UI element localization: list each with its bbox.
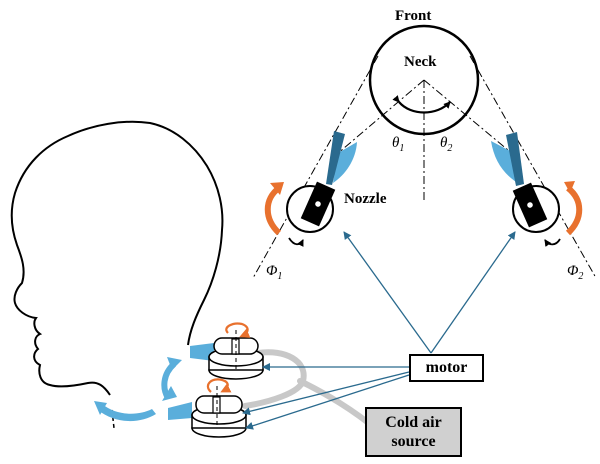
theta1-symbol: θ1 (392, 135, 404, 154)
nozzle-unit-lower (191, 378, 247, 438)
phi2-symbol: Φ2 (567, 263, 583, 282)
nozzle-left (264, 131, 357, 247)
head-silhouette (10, 120, 224, 429)
front-label: Front (395, 8, 431, 24)
cold-air-label-line1: Cold air (385, 414, 442, 431)
phi1-symbol: Φ1 (266, 263, 282, 282)
nozzle-unit-upper (208, 322, 264, 380)
nozzle-label: Nozzle (344, 191, 387, 207)
theta2-symbol: θ2 (440, 135, 452, 154)
cooled-air-flow (94, 343, 214, 422)
theta-angle-arc (392, 95, 451, 114)
nozzle-right (491, 132, 583, 247)
neck-label: Neck (404, 54, 437, 70)
motor-box: motor (409, 354, 484, 382)
motor-label: motor (425, 359, 468, 376)
cold-air-source-box: Cold air source (365, 407, 462, 457)
motor-connection-arrows (242, 231, 516, 430)
air-duct (242, 349, 380, 433)
cold-air-label-line2: source (391, 433, 436, 450)
